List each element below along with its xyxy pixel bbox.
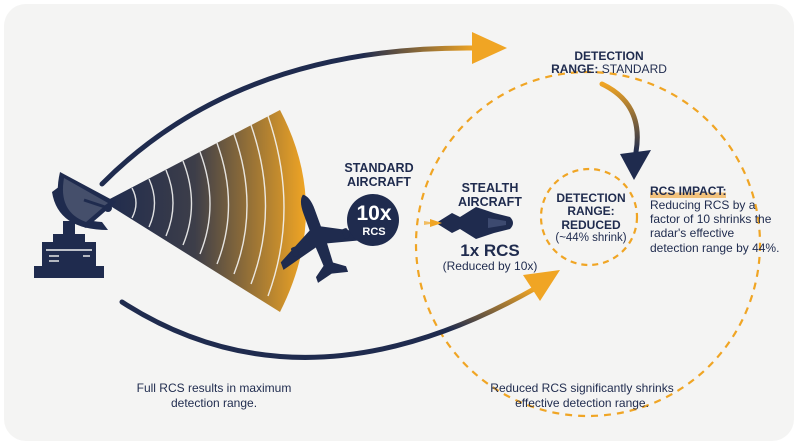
radar-dish-icon [34,172,116,278]
rcs-impact-body: Reducing RCS by a factor of 10 shrinks t… [650,198,780,255]
infographic-card: STANDARD AIRCRAFT 10x RCS STEALTH AIRCRA… [4,4,794,441]
detection-reduced-title: DETECTION RANGE: REDUCED [556,191,626,232]
stealth-rcs-note: (Reduced by 10x) [442,259,538,273]
stealth-jet-icon [424,207,513,239]
stealth-aircraft-label: STEALTH AIRCRAFT [458,181,522,209]
detection-standard-title: DETECTION [574,49,644,63]
diagram-art [34,32,762,418]
radar-beam-icon [104,110,306,312]
bottom-arc-arrow [119,270,560,360]
rcs-impact-title: RCS IMPACT: [650,184,727,198]
top-arc-arrow [99,32,507,187]
rcs-impact-text: RCS IMPACT: Reducing RCS by a factor of … [650,184,782,255]
passenger-jet-icon [280,194,367,283]
detection-reduced-note: (~44% shrink) [555,232,627,244]
caption-left: Full RCS results in maximum detection ra… [136,381,292,410]
rcs-badge-value: 10x [356,202,392,225]
standard-range-circle [414,70,762,418]
detection-standard-prefix: RANGE: [551,62,599,77]
rcs-badge-unit: RCS [362,226,386,238]
detection-standard-label: DETECTION RANGE: STANDARD [544,49,674,77]
detection-standard-value: STANDARD [601,62,667,77]
caption-right: Reduced RCS significantly shrinks effect… [490,381,674,410]
stealth-rcs-value: 1x RCS [460,241,520,260]
shrink-arrow [599,81,651,180]
rcs-badge [347,194,399,246]
reduced-range-circle [539,167,639,267]
standard-aircraft-label: STANDARD AIRCRAFT [344,161,414,189]
